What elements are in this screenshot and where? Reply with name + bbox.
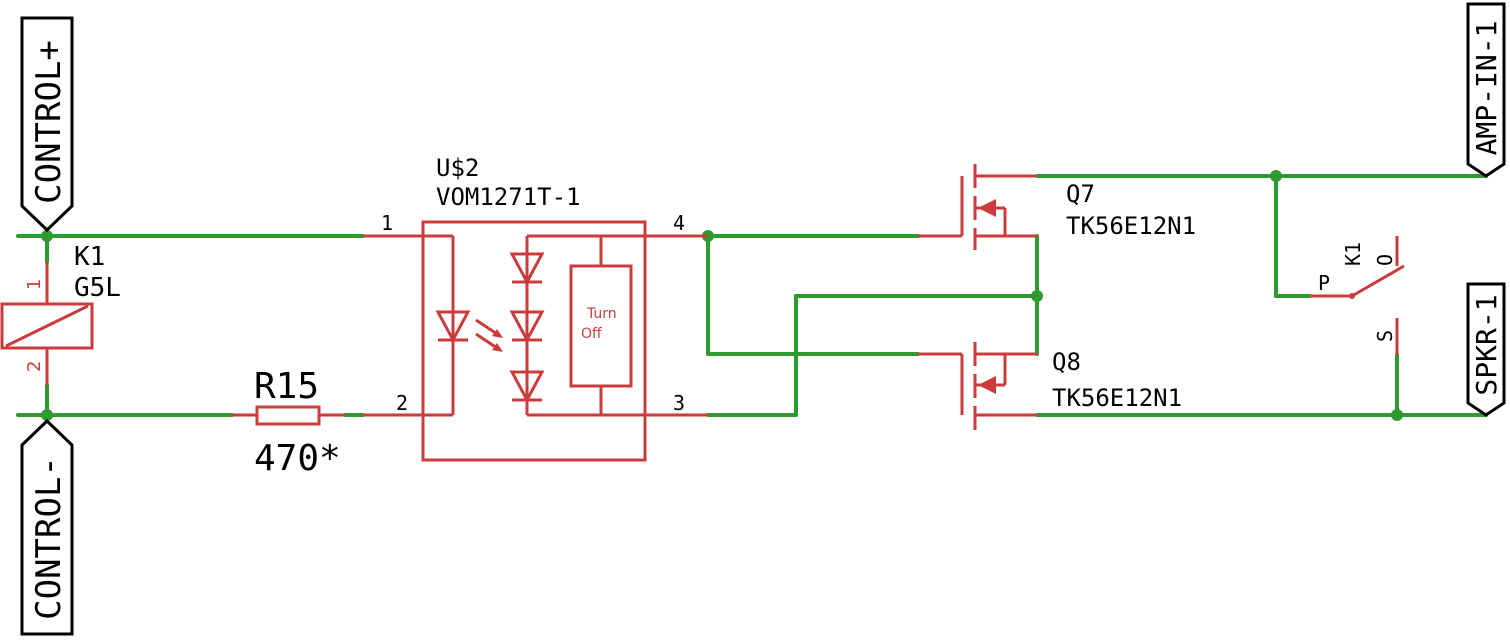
junction-dot (1391, 409, 1403, 421)
r15-value: 470* (254, 438, 341, 479)
port-control-minus: CONTROL- (20, 418, 74, 636)
wires (16, 170, 1488, 421)
k1-pin1-label: 1 (24, 279, 45, 290)
port-label: CONTROL+ (29, 40, 69, 204)
k1-pin2-label: 2 (24, 361, 45, 372)
r15-ref: R15 (254, 366, 319, 407)
turnoff-label-1: Turn (586, 306, 617, 322)
optocoupler-u2: 1 2 3 4 Turn Off U$2 VOM1271T-1 (363, 154, 708, 462)
relay-contact-k1: P K1 O S (1310, 236, 1405, 355)
u2-value: VOM1271T-1 (436, 183, 581, 211)
u2-pin1-label: 1 (381, 211, 393, 235)
port-spkr: SPKR-1 (1466, 282, 1506, 417)
junction-dot (1270, 170, 1282, 182)
q8-value: TK56E12N1 (1052, 384, 1182, 412)
u2-ref: U$2 (436, 154, 479, 182)
u2-pin3-label: 3 (673, 391, 685, 415)
u2-pin2-label: 2 (396, 391, 408, 415)
junction-dot (41, 409, 53, 421)
contact-s-label: S (1373, 330, 1397, 342)
junction-dot (41, 230, 53, 242)
k1-value: G5L (74, 273, 121, 303)
relay-coil-k1: 1 2 K1 G5L (0, 242, 121, 385)
contact-ref-label: K1 (1341, 242, 1365, 266)
q8-ref: Q8 (1052, 348, 1081, 376)
port-label: CONTROL- (29, 456, 69, 620)
port-control-plus: CONTROL+ (20, 16, 74, 233)
mosfet-q8: Q8 TK56E12N1 (918, 342, 1182, 430)
contact-p-label: P (1318, 271, 1330, 295)
contact-o-label: O (1373, 254, 1397, 266)
port-amp-in: AMP-IN-1 (1466, 2, 1506, 178)
q7-value: TK56E12N1 (1066, 212, 1196, 240)
u2-pin4-label: 4 (673, 211, 685, 235)
port-label: AMP-IN-1 (1470, 21, 1503, 156)
mosfet-q7: Q7 TK56E12N1 (918, 164, 1196, 250)
port-label: SPKR-1 (1470, 294, 1503, 395)
resistor-r15: R15 470* (232, 366, 345, 479)
junction-dot (1031, 290, 1043, 302)
q7-ref: Q7 (1066, 180, 1095, 208)
turnoff-label-2: Off (581, 326, 602, 342)
k1-ref: K1 (74, 242, 105, 272)
